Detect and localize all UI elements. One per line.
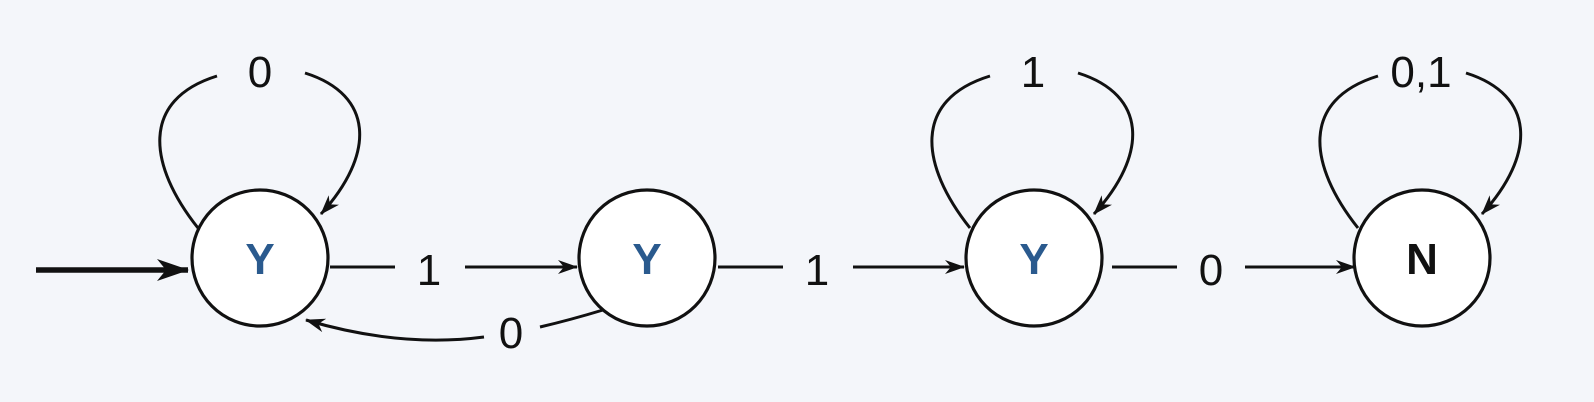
- transition-q1-q2: 1: [718, 246, 965, 295]
- transition-label-q1-q2: 1: [805, 246, 829, 295]
- transition-q2-q2: 1: [930, 48, 1135, 229]
- transition-label-q0-q0: 0: [248, 48, 272, 97]
- state-q3: N: [1352, 188, 1492, 328]
- transition-label-q1-q0: 0: [499, 309, 523, 358]
- state-label-q3: N: [1406, 235, 1438, 284]
- state-q0: Y: [190, 188, 330, 328]
- transition-q2-q3: 0: [1112, 246, 1356, 295]
- state-q1: Y: [577, 188, 717, 328]
- transition-label-q2-q3: 0: [1199, 246, 1223, 295]
- transition-label-q0-q1: 1: [417, 246, 441, 295]
- transition-q0-q0: 0: [158, 48, 362, 229]
- transition-label-q2-q2: 1: [1021, 48, 1045, 97]
- state-label-q1: Y: [632, 235, 661, 284]
- state-label-q2: Y: [1019, 235, 1048, 284]
- transition-q0-q1: 1: [330, 246, 578, 295]
- transition-q1-q0: 0: [305, 308, 604, 358]
- state-label-q0: Y: [245, 235, 274, 284]
- state-q2: Y: [964, 188, 1104, 328]
- transition-label-q3-q3: 0,1: [1390, 48, 1451, 97]
- transition-q3-q3: 0,1: [1318, 48, 1523, 229]
